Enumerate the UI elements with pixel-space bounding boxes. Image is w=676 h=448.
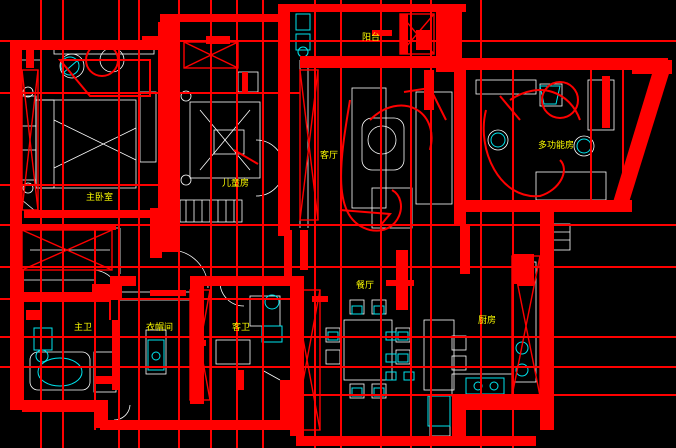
room-label-multi-function-room: 多功能房: [538, 139, 574, 151]
room-label-walk-in-closet: 衣帽间: [146, 321, 173, 333]
room-label-balcony: 阳台: [362, 31, 380, 43]
room-label-living-room: 客厅: [320, 149, 338, 161]
living-sofa: [351, 87, 453, 229]
room-label-master-bath: 主卫: [74, 321, 92, 333]
room-label-guest-bath: 客卫: [232, 321, 250, 333]
room-label-master-bedroom: 主卧室: [86, 191, 113, 203]
kids-bed: [180, 90, 261, 186]
hatch-boxes: [21, 13, 541, 431]
redline-annotations: [57, 43, 581, 320]
room-label-dining-room: 餐厅: [356, 279, 374, 291]
room-labels: 主卧室 儿童房 阳台 客厅 多功能房 主卫 衣帽间 客卫 餐厅 厨房: [74, 31, 574, 333]
room-label-kids-room: 儿童房: [222, 177, 249, 189]
room-label-kitchen: 厨房: [478, 314, 496, 326]
